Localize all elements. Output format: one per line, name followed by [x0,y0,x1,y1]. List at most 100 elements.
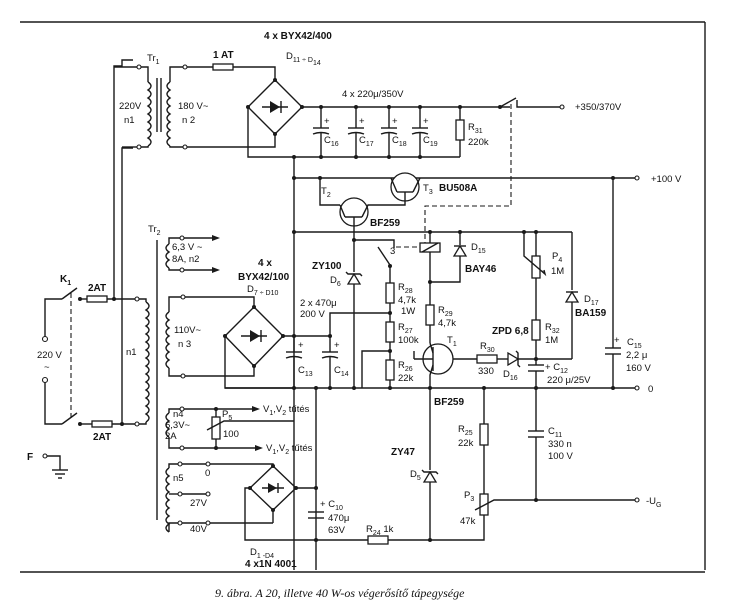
c10-voltage: 63V [328,525,346,536]
bias-bridge-diodes: D1 -D4 [250,547,274,560]
mv-bridge: 4 x BYX42/100 D7 ÷ D10 + C13 + C14 2 x 4… [223,258,390,389]
tr1-secondary-voltage: 180 V~ [178,101,209,112]
mv-caps-voltage: 200 V [300,309,325,320]
resistor-r29 [425,304,435,326]
svg-text:+: + [392,116,398,127]
mv-rectifier-type: BYX42/100 [238,272,290,283]
svg-text:+: + [359,116,365,127]
bias-supply: D1 -D4 4 x1N 4001 + C10 470μ 63V R24 1k … [244,388,661,570]
mains-input: 220 V ~ K1 2AT 2AT F [27,59,140,479]
hv-rectifier-type: 4 x BYX42/400 [264,31,332,42]
output-0-label: 0 [648,384,653,395]
k1-switch-bottom[interactable] [61,412,78,425]
zpd-label: ZPD 6,8 [492,326,529,337]
tr1-label: Tr1 [147,53,160,66]
svg-text:+: + [614,335,620,346]
capacitor-c18: + C18 [380,105,407,159]
tr2-n2-voltage: 6,3 V ~ [172,242,203,253]
capacitor-c19: + C19 [411,105,438,159]
p4-label: P4 [552,251,562,264]
c15-label: C15 [627,337,642,350]
tr2-primary: n1 Tr2 [126,224,161,520]
zener-d6 [346,272,362,285]
tr1-secondary-n: n 2 [182,115,195,126]
resistor-r32 [531,319,541,341]
r30-value: 330 [478,366,494,377]
hv-caps-label: 4 x 220μ/350V [342,89,404,100]
resistor-r24 [367,535,389,545]
d16-label: D16 [503,369,518,382]
potentiometer-p5[interactable] [211,416,221,440]
tr2-n4-voltage: 6,3V~ [165,420,191,431]
p5-value: 100 [223,429,239,440]
mains-voltage-label: 220 V [37,350,62,361]
svg-text:+: + [334,340,340,351]
tr1-primary-voltage: 220V [119,101,142,112]
k1-label: K1 [60,274,71,287]
output-100v-terminal [634,175,640,181]
svg-text:C17: C17 [359,135,374,148]
svg-text:+: + [423,116,429,127]
tr1-primary-n: n1 [124,115,135,126]
r27-value: 100k [398,335,419,346]
capacitor-c13: + C13 [285,336,313,388]
svg-text:+: + [324,116,330,127]
resistor-r27 [385,321,395,343]
t2-type: BF259 [370,218,400,229]
tr1-primary-coil [146,81,152,147]
figure-caption: 9. ábra. A 20, illetve 40 W-os végerősít… [215,586,465,600]
zy47-label: ZY47 [391,447,415,458]
d15-label: D15 [471,242,486,255]
k1-switch-top[interactable] [61,287,78,300]
t1-type: BF259 [434,397,464,408]
r28-label: R28 [398,282,413,295]
fuse-1at-label: 1 AT [213,50,234,61]
tr2-secondaries: 6,3 V ~ 8A, n2 110V~ n 3 n4 6,3V~ 2A P5 … [165,235,313,535]
r27-label: R27 [398,322,413,335]
c11-label: C11 [548,426,562,439]
output-0-terminal [634,385,640,391]
heater-out-2: V1,V2 tűtés [266,443,313,456]
tr2-n3-coil [165,311,171,369]
pass-stage: T3 BU508A T2 BF259 +100 V [292,155,682,570]
mv-rectifier-diodes: D7 ÷ D10 [247,284,278,297]
svg-text:C19: C19 [423,135,438,148]
capacitor-c17: + C17 [347,105,374,159]
resistor-r26 [385,359,395,381]
relay-contact[interactable] [377,246,391,266]
fuse-top-label: 2AT [88,283,106,294]
output-ug-terminal [634,497,640,503]
mains-ac-symbol: ~ [44,362,50,373]
resistor-r28 [385,282,395,304]
r26-value: 22k [398,373,414,384]
diode-d15 [452,244,468,257]
c10-label: + C10 [320,499,343,512]
capacitor-c16: + C16 [312,105,339,159]
tr2-n2-current: 8A, n2 [172,254,199,265]
p4-value: 1M [551,266,564,277]
relay-linkage [424,104,512,243]
hv-output-switch[interactable] [499,97,517,108]
c10-value: 470μ [328,513,349,524]
d6-label: D6 [330,275,341,288]
zy100-label: ZY100 [312,261,342,272]
t3-type: BU508A [439,183,477,194]
tr2-tap-40v: 40V [190,524,208,535]
p3-value: 47k [460,516,476,527]
tr2-n1-label: n1 [126,347,137,358]
output-ug-label: -UG [646,496,661,509]
p3-label: P3 [464,490,474,503]
r26-label: R26 [398,360,413,373]
hv-output-terminal [559,104,565,110]
d17-type: BA159 [575,308,607,319]
resistor-r31: R31 220k [455,105,489,157]
bias-bridge-type: 4 x1N 4001 [245,559,297,570]
mains-terminal-bottom [41,376,49,384]
t1-label: T1 [447,335,457,348]
r29-label: R29 [438,305,453,318]
r28-power: 1W [401,306,415,317]
fuse-bottom-label: 2AT [93,432,111,443]
zener-d16 [507,351,520,367]
svg-text:C18: C18 [392,135,407,148]
